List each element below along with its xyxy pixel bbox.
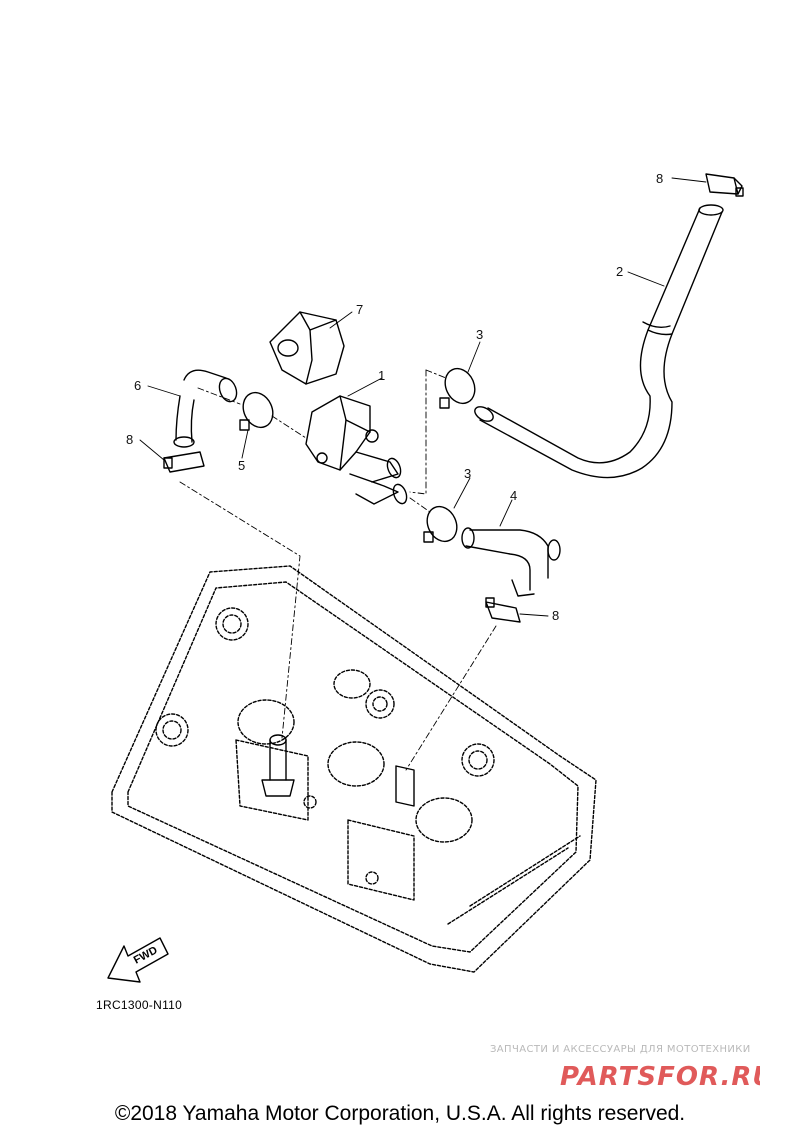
callout-8-top: 8 [656, 171, 664, 186]
clamp-part-8-lower [485, 597, 521, 623]
callout-2: 2 [616, 264, 624, 279]
clamp-part-8-top [705, 173, 744, 197]
callout-8-left: 8 [126, 432, 134, 447]
watermark-tagline: ЗАПЧАСТИ И АКСЕССУАРЫ ДЛЯ МОТОТЕХНИКИ [490, 1044, 751, 1055]
clamp-part-3-lower [423, 505, 458, 543]
svg-text:PARTSFOR.RU: PARTSFOR.RU [560, 1062, 760, 1090]
callout-8-lower: 8 [552, 608, 560, 623]
diagram-code: 1RC1300-N110 [96, 998, 183, 1012]
cap-part-7 [269, 311, 345, 385]
routing-lines [179, 369, 497, 771]
callout-4: 4 [510, 488, 518, 503]
hose-part-4 [461, 527, 561, 597]
fwd-arrow-icon [107, 937, 169, 983]
clamp-part-8-left [163, 451, 205, 473]
copyright-notice: ©2018 Yamaha Motor Corporation, U.S.A. A… [114, 1102, 686, 1125]
cylinder-head-cover [111, 565, 597, 973]
watermark-logo: PARTSFOR.RU [560, 1062, 760, 1090]
fwd-label: FWD [132, 944, 160, 966]
clamp-part-5 [239, 391, 274, 431]
callout-1: 1 [378, 368, 386, 383]
air-hose-part-2 [474, 204, 724, 479]
cover-nipple-left [261, 734, 295, 797]
leader-lines [139, 177, 707, 617]
air-cut-valve-part-1 [305, 395, 408, 505]
callout-7: 7 [356, 302, 364, 317]
callout-6: 6 [134, 378, 142, 393]
elbow-hose-part-6 [173, 369, 238, 448]
callout-5: 5 [238, 458, 246, 473]
cover-nipple-right [395, 765, 415, 807]
clamp-part-3-upper [439, 367, 476, 409]
callout-3-upper: 3 [476, 327, 484, 342]
callout-3-lower: 3 [464, 466, 472, 481]
